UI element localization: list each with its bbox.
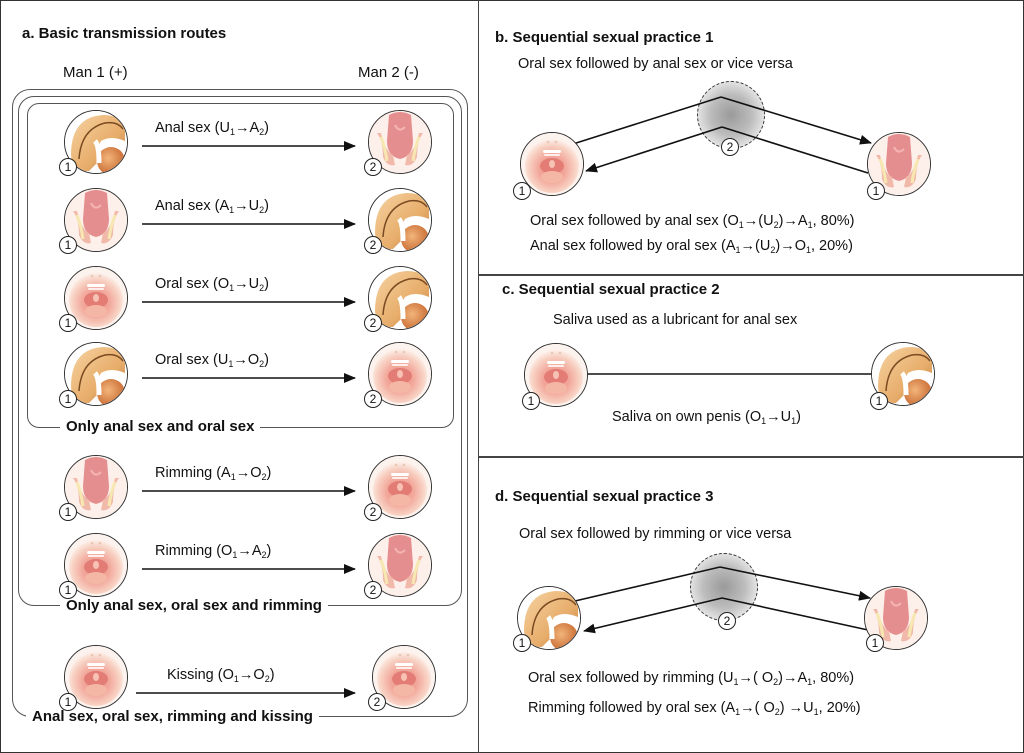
man1-anus-icon — [64, 188, 128, 252]
man2-badge: 2 — [364, 236, 382, 254]
route-label: Oral sex (O1→U2) — [155, 276, 269, 293]
man1-mouth-icon — [64, 266, 128, 330]
panel-c-mouth-icon — [524, 343, 588, 407]
group-label-anal-oral: Only anal sex and oral sex — [60, 418, 261, 435]
panel-b-line1: Oral sex followed by anal sex (O1→(U2)→A… — [530, 213, 855, 230]
panel-d-left-badge: 1 — [513, 634, 531, 652]
panel-b-anus-icon — [867, 132, 931, 196]
panel-c-penis-icon — [871, 342, 935, 406]
man2-badge: 2 — [364, 158, 382, 176]
panel-d-title: d. Sequential sexual practice 3 — [495, 488, 714, 505]
arrow-center-to-left — [583, 597, 723, 634]
panel-b-mouth-icon — [520, 132, 584, 196]
man1-badge: 1 — [59, 314, 77, 332]
route-label: Rimming (A1→O2) — [155, 465, 272, 482]
route-label: Anal sex (U1→A2) — [155, 120, 269, 137]
man2-mouth-icon — [368, 342, 432, 406]
route-label: Kissing (O1→O2) — [167, 667, 275, 684]
panel-b-subtitle: Oral sex followed by anal sex or vice ve… — [518, 56, 793, 72]
man1-badge: 1 — [59, 390, 77, 408]
man1-badge: 1 — [59, 236, 77, 254]
arrow-center-to-right — [719, 566, 871, 601]
panel-c-left-badge: 1 — [522, 392, 540, 410]
group-label-all: Anal sex, oral sex, rimming and kissing — [26, 708, 319, 725]
panel-b-center-badge: 2 — [721, 138, 739, 156]
arrow-left-to-center — [574, 566, 721, 602]
group-label-anal-oral-rimming: Only anal sex, oral sex and rimming — [60, 597, 328, 614]
panel-divider-c-d — [478, 456, 1024, 458]
man1-label: Man 1 (+) — [63, 64, 128, 81]
panel-b-right-badge: 1 — [867, 182, 885, 200]
panel-c-right-badge: 1 — [870, 392, 888, 410]
route-label: Rimming (O1→A2) — [155, 543, 272, 560]
panel-b-line2: Anal sex followed by oral sex (A1→(U2)→O… — [530, 238, 853, 255]
man2-badge: 2 — [368, 693, 386, 711]
panel-b-title: b. Sequential sexual practice 1 — [495, 29, 714, 46]
arrow-center-to-right — [720, 96, 872, 145]
man1-anus-icon — [64, 455, 128, 519]
arrow-right-to-center — [721, 597, 869, 631]
panel-d-center-badge: 2 — [718, 612, 736, 630]
panel-divider-vertical — [478, 0, 479, 753]
man2-badge: 2 — [364, 503, 382, 521]
panel-divider-b-c — [478, 274, 1024, 276]
route-label: Anal sex (A1→U2) — [155, 198, 270, 215]
panel-d-anus-icon — [864, 586, 928, 650]
arrow-center-to-left — [585, 126, 723, 173]
man1-badge: 1 — [59, 158, 77, 176]
panel-c-subtitle: Saliva used as a lubricant for anal sex — [553, 312, 798, 328]
panel-d-subtitle: Oral sex followed by rimming or vice ver… — [519, 526, 792, 542]
arrow-left-to-center — [572, 96, 722, 145]
man1-badge: 1 — [59, 693, 77, 711]
man2-label: Man 2 (-) — [358, 64, 419, 81]
man2-badge: 2 — [364, 581, 382, 599]
man2-penis-icon — [368, 266, 432, 330]
panel-a-arrows — [136, 141, 356, 698]
man2-badge: 2 — [364, 390, 382, 408]
man1-badge: 1 — [59, 503, 77, 521]
man2-badge: 2 — [364, 314, 382, 332]
arrow-right-to-center — [721, 126, 869, 174]
panel-d-line1: Oral sex followed by rimming (U1→( O2)→A… — [528, 670, 855, 687]
route-label: Oral sex (U1→O2) — [155, 352, 269, 369]
panel-c-title: c. Sequential sexual practice 2 — [502, 281, 720, 298]
panel-d-line2: Rimming followed by oral sex (A1→( O2) →… — [528, 700, 861, 717]
panel-a-title: a. Basic transmission routes — [22, 25, 227, 42]
panel-c-caption: Saliva on own penis (O1→U1) — [612, 409, 801, 426]
panel-d-right-badge: 1 — [866, 634, 884, 652]
man1-badge: 1 — [59, 581, 77, 599]
panel-b-left-badge: 1 — [513, 182, 531, 200]
